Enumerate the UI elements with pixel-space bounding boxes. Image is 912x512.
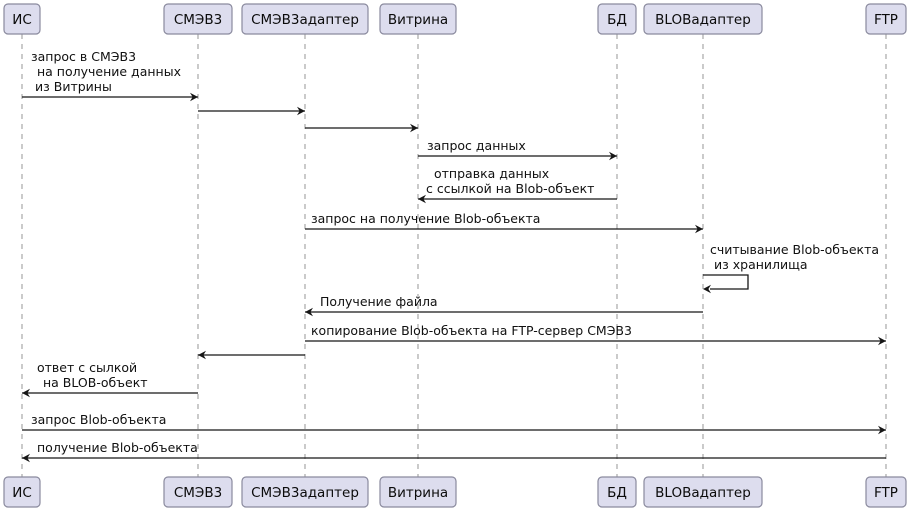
message-m8[interactable]: Получение файла — [305, 294, 703, 317]
participant-header-rect-is — [3, 3, 41, 35]
message-m10[interactable] — [198, 350, 305, 360]
participant-footer-label-ftp: FTP — [874, 485, 898, 501]
message-label-m4-line1: запрос данных — [427, 138, 526, 153]
message-label-m7-line2: из хранилища — [714, 257, 808, 272]
message-line-m7 — [703, 274, 749, 290]
participant-footer-vitrina[interactable]: Витрина — [379, 476, 457, 508]
participant-footer-label-bd: БД — [607, 485, 627, 501]
message-m6[interactable]: запрос на получение Blob-объекта — [305, 211, 703, 234]
message-m12[interactable]: запрос Blob-объекта — [22, 412, 886, 435]
message-label-m5-line1: отправка данных — [434, 166, 549, 181]
message-arrowhead-m4 — [609, 151, 617, 161]
participant-header-ftp[interactable]: FTP — [865, 3, 907, 35]
participant-header-label-ftp: FTP — [874, 12, 898, 28]
participant-footer-adapter[interactable]: СМЭВ3адаптер — [241, 476, 369, 508]
message-label-m6-line1: запрос на получение Blob-объекта — [311, 211, 540, 226]
participant-header-label-is: ИС — [12, 12, 32, 28]
participant-footer-label-vitrina: Витрина — [388, 485, 448, 501]
participant-header-adapter[interactable]: СМЭВ3адаптер — [241, 3, 369, 35]
participant-footer-blob[interactable]: BLOBадаптер — [643, 476, 763, 508]
message-label-m1-line3: из Витрины — [35, 79, 112, 94]
participant-header-bd[interactable]: БД — [597, 3, 637, 35]
message-arrowhead-m5 — [418, 194, 426, 204]
message-arrowhead-m8 — [305, 307, 313, 317]
participant-footer-label-is: ИС — [12, 485, 32, 501]
message-label-m5-line2: с ссылкой на Blob-объект — [426, 181, 594, 196]
message-arrowhead-m6 — [695, 224, 703, 234]
message-label-m9-line1: копирование Blob-объекта на FTP-сервер С… — [311, 323, 632, 338]
message-m9[interactable]: копирование Blob-объекта на FTP-сервер С… — [305, 323, 886, 346]
participant-header-label-blob: BLOBадаптер — [655, 12, 751, 28]
participant-footer-is[interactable]: ИС — [3, 476, 41, 508]
participant-header-rect-smev3 — [163, 3, 233, 35]
message-label-m11-line2: на BLOB-объект — [43, 375, 148, 390]
participant-footer-rect-is — [3, 476, 41, 508]
message-arrowhead-m9 — [878, 336, 886, 346]
message-label-m13-line1: получение Blob-объекта — [37, 440, 198, 455]
participant-footer-smev3[interactable]: СМЭВ3 — [163, 476, 233, 508]
message-label-m12-line1: запрос Blob-объекта — [31, 412, 166, 427]
participant-header-label-adapter: СМЭВ3адаптер — [251, 12, 359, 28]
participant-footer-label-adapter: СМЭВ3адаптер — [251, 485, 359, 501]
participant-header-smev3[interactable]: СМЭВ3 — [163, 3, 233, 35]
message-arrowhead-m12 — [878, 425, 886, 435]
message-m3[interactable] — [305, 123, 418, 133]
footer-participants-group: ИС СМЭВ3 СМЭВ3адаптер Витрина БД BLOBадаптер F… — [3, 476, 907, 508]
participant-header-label-bd: БД — [607, 12, 627, 28]
participant-header-label-smev3: СМЭВ3 — [174, 12, 222, 28]
participant-footer-ftp[interactable]: FTP — [865, 476, 907, 508]
message-arrowhead-m2 — [297, 106, 305, 116]
participant-footer-rect-blob — [643, 476, 763, 508]
lifelines-group — [21, 34, 887, 477]
message-arrowhead-m11 — [22, 388, 30, 398]
participant-footer-rect-smev3 — [163, 476, 233, 508]
message-label-m8-line1: Получение файла — [320, 294, 438, 309]
participant-header-vitrina[interactable]: Витрина — [379, 3, 457, 35]
message-label-m11-line1: ответ с сылкой — [37, 360, 137, 375]
participant-header-blob[interactable]: BLOBадаптер — [643, 3, 763, 35]
message-label-m1-line2: на получение данных — [37, 64, 181, 79]
message-arrowhead-m3 — [410, 123, 418, 133]
header-participants-group: ИС СМЭВ3 СМЭВ3адаптер Витрина БД BLOBадаптер F… — [3, 3, 907, 35]
participant-header-rect-vitrina — [379, 3, 457, 35]
message-m4[interactable]: запрос данных — [418, 138, 617, 161]
participant-header-is[interactable]: ИС — [3, 3, 41, 35]
message-label-m7-line1: считывание Blob-объекта — [710, 242, 879, 257]
participant-footer-bd[interactable]: БД — [597, 476, 637, 508]
participant-footer-rect-vitrina — [379, 476, 457, 508]
message-label-m1-line1: запрос в СМЭВ3 — [31, 49, 136, 64]
message-m13[interactable]: получение Blob-объекта — [22, 440, 886, 463]
message-arrowhead-m13 — [22, 453, 30, 463]
participant-footer-rect-bd — [597, 476, 637, 508]
participant-header-rect-ftp — [865, 3, 907, 35]
participant-footer-label-smev3: СМЭВ3 — [174, 485, 222, 501]
participant-header-rect-adapter — [241, 3, 369, 35]
participant-header-label-vitrina: Витрина — [388, 12, 448, 28]
participant-footer-rect-ftp — [865, 476, 907, 508]
participant-footer-rect-adapter — [241, 476, 369, 508]
participant-header-rect-bd — [597, 3, 637, 35]
participant-footer-label-blob: BLOBадаптер — [655, 485, 751, 501]
message-arrowhead-m7 — [703, 284, 711, 294]
message-m2[interactable] — [198, 106, 305, 116]
participant-header-rect-blob — [643, 3, 763, 35]
message-arrowhead-m10 — [198, 350, 206, 360]
message-arrowhead-m1 — [190, 92, 198, 102]
